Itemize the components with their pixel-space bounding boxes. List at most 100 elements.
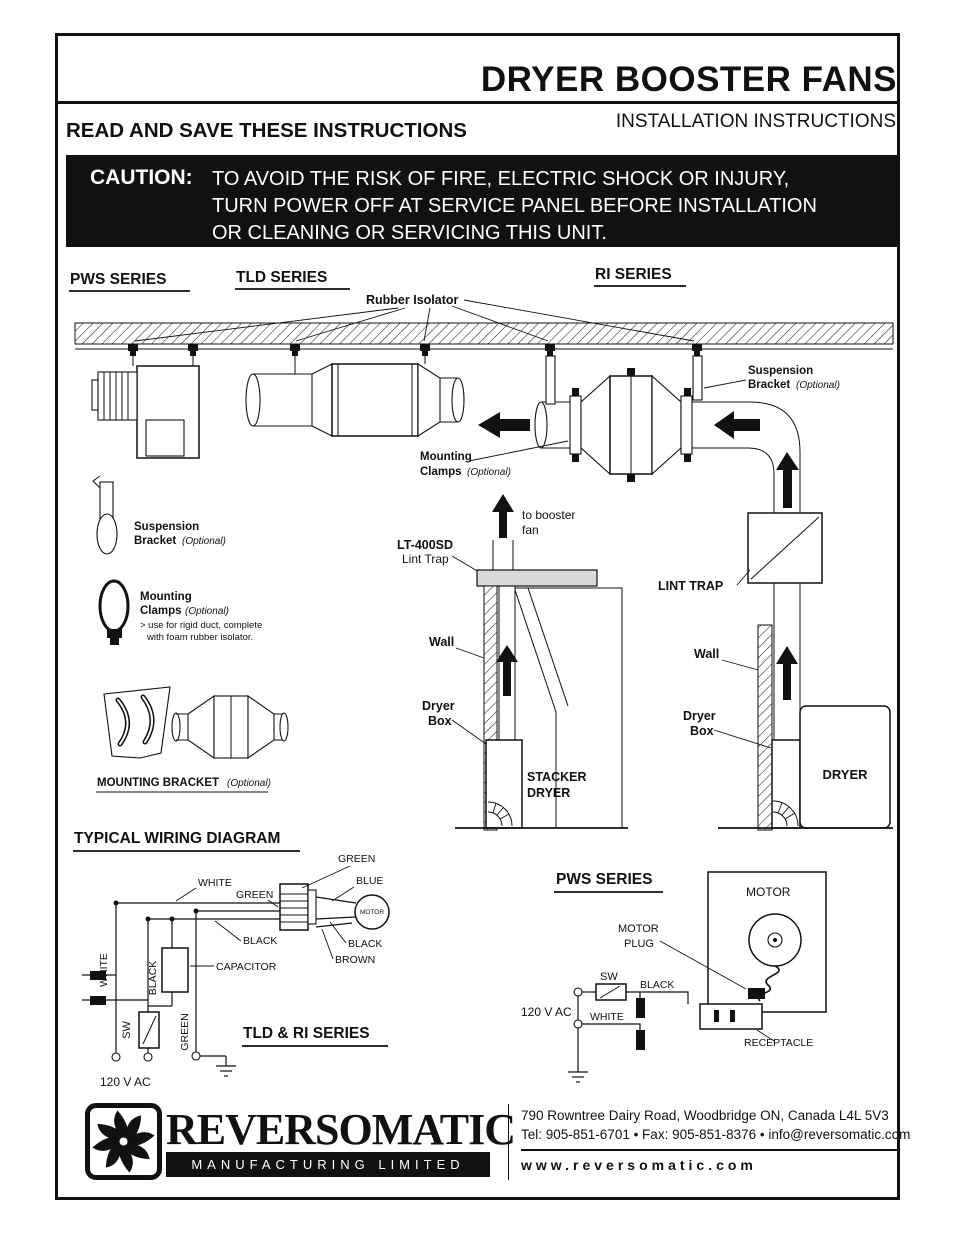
footer-address: 790 Rowntree Dairy Road, Woodbridge ON, … bbox=[521, 1108, 889, 1123]
wall-label-center: Wall bbox=[429, 635, 454, 649]
motor-symbol bbox=[354, 894, 390, 930]
caution-line-3: OR CLEANING OR SERVICING THIS UNIT. bbox=[212, 222, 607, 244]
capacitor-label: CAPACITOR bbox=[216, 961, 277, 973]
dryer-box bbox=[771, 739, 801, 829]
stacker-dryer-label-1: STACKER bbox=[527, 770, 587, 784]
clamp-note-2: with foam rubber isolator. bbox=[146, 632, 253, 643]
terminal bbox=[573, 987, 583, 997]
tld-ri-wiring-title: TLD & RI SERIES bbox=[243, 1025, 370, 1042]
stacker-dryer-label-2: DRYER bbox=[527, 786, 570, 800]
f​an-logo-icon bbox=[92, 1110, 155, 1173]
dryer-box-label-1: Dryer bbox=[683, 709, 716, 723]
wall-label: Wall bbox=[694, 647, 719, 661]
supply-label-pws: 120 V AC bbox=[521, 1005, 572, 1019]
terminal bbox=[191, 1051, 201, 1061]
black-wire-label-right: BLACK bbox=[348, 938, 382, 950]
clamp-note-1: > use for rigid duct, complete bbox=[140, 620, 262, 631]
page-title: DRYER BOOSTER FANS bbox=[480, 60, 897, 99]
green-wire-label-top: GREEN bbox=[338, 853, 375, 865]
caution-line-2: TURN POWER OFF AT SERVICE PANEL BEFORE I… bbox=[212, 195, 817, 217]
footer-rule bbox=[521, 1149, 898, 1151]
dryer-box-label-2: Box bbox=[690, 724, 714, 738]
supply-blade bbox=[636, 1030, 645, 1050]
motor-plug-connector bbox=[279, 883, 309, 931]
pws-sw-label: SW bbox=[600, 971, 618, 983]
mounting-clamps-callout: Mounting Clamps (Optional) bbox=[420, 440, 569, 478]
motor-symbol-label: MOTOR bbox=[360, 909, 384, 916]
ri-fan-figure bbox=[478, 355, 801, 513]
footer-contact: Tel: 905-851-6701 • Fax: 905-851-8376 • … bbox=[521, 1127, 911, 1142]
suspension-bracket-callout: Suspension Bracket (Optional) bbox=[703, 365, 840, 391]
left-mounting-clamp bbox=[569, 395, 582, 455]
rubber-isolator-callout: Rubber Isolator bbox=[134, 293, 695, 342]
dryer-box-center bbox=[485, 739, 523, 829]
airflow-arrow-up-wall-center bbox=[496, 645, 518, 662]
pws-wiring-title: PWS SERIES bbox=[556, 871, 652, 888]
black-wire-label-left: BLACK bbox=[243, 935, 277, 947]
supply-label-tld: 120 V AC bbox=[100, 1075, 151, 1089]
receptacle-label: RECEPTACLE bbox=[744, 1037, 813, 1049]
pws-black-label: BLACK bbox=[640, 979, 674, 991]
clamps-label: Clamps bbox=[420, 466, 462, 478]
airflow-arrow-left-in bbox=[714, 411, 734, 439]
right-duct-assembly: LINT TRAP Wall Dryer Box DRYER bbox=[658, 512, 893, 831]
to-booster-label-2: fan bbox=[522, 523, 539, 537]
black-vertical-label: BLACK bbox=[147, 961, 159, 995]
capacitor-symbol bbox=[161, 947, 189, 993]
typical-wiring-heading: TYPICAL WIRING DIAGRAM bbox=[74, 830, 280, 847]
installation-instructions-subtitle: INSTALLATION INSTRUCTIONS bbox=[615, 111, 896, 132]
sw-label: SW bbox=[121, 1021, 133, 1039]
left-suspension-strap bbox=[545, 355, 556, 405]
green-wire-label: GREEN bbox=[236, 889, 273, 901]
ri-series-heading: RI SERIES bbox=[595, 266, 672, 283]
dryer-label: DRYER bbox=[822, 767, 868, 782]
terminal bbox=[111, 1052, 121, 1062]
motor-plug-label-1: MOTOR bbox=[618, 923, 659, 935]
mounting-bracket-detail: MOUNTING BRACKET (Optional) bbox=[96, 686, 289, 793]
center-duct-assembly: to booster fan LT-400SD Lint Trap Wall D… bbox=[397, 494, 628, 831]
lt400sd-label: LT-400SD bbox=[397, 538, 453, 552]
caution-banner: CAUTION: TO AVOID THE RISK OF FIRE, ELEC… bbox=[66, 155, 899, 247]
airflow-arrow-left-out bbox=[478, 412, 500, 438]
pws-wiring-diagram: PWS SERIES MOTOR RECEPTACLE MOTOR PLUG S… bbox=[521, 871, 827, 1083]
optional-label: (Optional) bbox=[796, 380, 840, 391]
suspension-detail-label-2: Bracket bbox=[134, 535, 176, 547]
tld-series-heading: TLD SERIES bbox=[236, 269, 327, 286]
series-headings: PWS SERIES TLD SERIES RI SERIES bbox=[69, 266, 686, 292]
pws-white-label: WHITE bbox=[590, 1011, 624, 1023]
airflow-arrow-up-wall bbox=[776, 646, 798, 664]
lint-trap-label: LINT TRAP bbox=[658, 579, 723, 593]
tld-fan-figure bbox=[245, 356, 465, 438]
optional-label: (Optional) bbox=[185, 606, 229, 617]
to-booster-label-1: to booster bbox=[522, 508, 575, 522]
rubber-isolators bbox=[128, 344, 702, 356]
reversomatic-logo bbox=[85, 1103, 162, 1180]
lint-trap-sub-label: Lint Trap bbox=[402, 552, 449, 566]
motor-plug-symbol bbox=[748, 988, 765, 999]
pws-series-heading: PWS SERIES bbox=[70, 271, 166, 288]
wall-section bbox=[757, 624, 773, 831]
suspension-label: Suspension bbox=[748, 365, 813, 377]
white-wire-label: WHITE bbox=[198, 877, 232, 889]
footer-website[interactable]: www.reversomatic.com bbox=[521, 1157, 757, 1173]
white-vertical-label: WHITE bbox=[98, 953, 110, 987]
mounting-detail-label-2: Clamps bbox=[140, 605, 182, 617]
mounting-label: Mounting bbox=[420, 451, 472, 463]
terminal bbox=[143, 1052, 153, 1062]
wiring-section-heading: TYPICAL WIRING DIAGRAM bbox=[73, 830, 300, 852]
supply-blade bbox=[636, 998, 645, 1018]
optional-label: (Optional) bbox=[182, 536, 226, 547]
mounting-bracket-label: MOUNTING BRACKET bbox=[97, 777, 219, 789]
title-rule bbox=[57, 101, 898, 104]
mounting-detail-label-1: Mounting bbox=[140, 591, 192, 603]
terminal bbox=[573, 1019, 583, 1029]
airflow-arrow-up-duct bbox=[776, 452, 799, 470]
ceiling bbox=[74, 322, 894, 356]
tld-ri-wiring-diagram: MOTOR CAPACITOR WHITE GREEN GREEN BLUE B… bbox=[82, 853, 390, 1089]
motor-box-label: MOTOR bbox=[746, 885, 791, 899]
dryer-box-center-label-1: Dryer bbox=[422, 699, 455, 713]
brand-name: REVERSOMATIC bbox=[166, 1105, 516, 1154]
motor-plug-label-2: PLUG bbox=[624, 938, 654, 950]
bracket-label: Bracket bbox=[748, 379, 790, 391]
